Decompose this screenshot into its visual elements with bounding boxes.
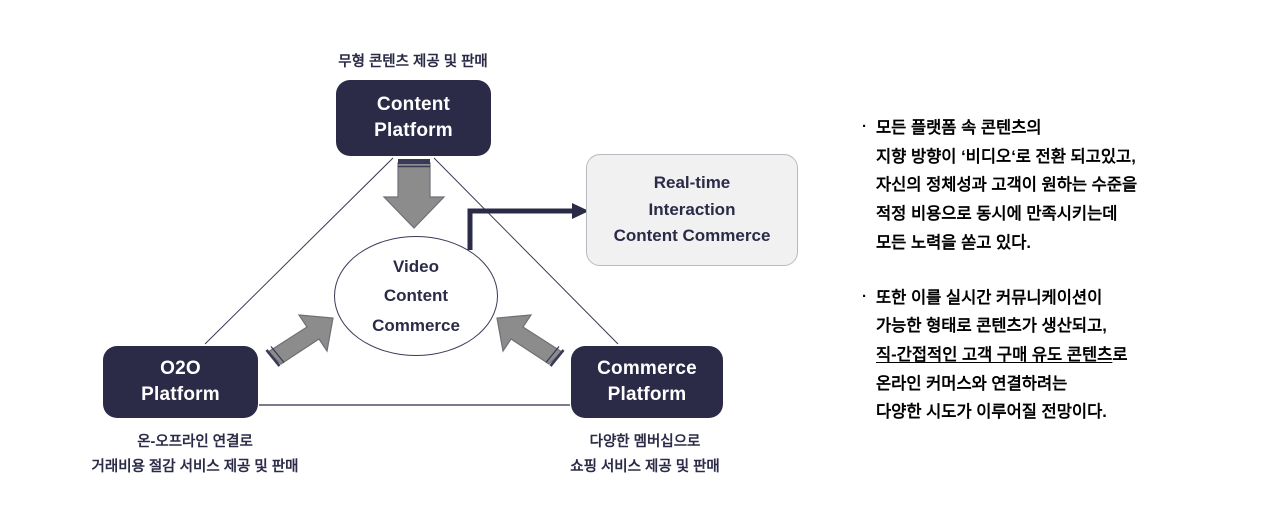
caption-commerce-platform: 다양한 멤버십으로 쇼핑 서비스 제공 및 판매 [500, 430, 790, 481]
commentary-line: 다양한 시도가 이루어질 전망이다. [876, 403, 1107, 422]
node-o2o-platform-line2: Platform [141, 384, 220, 405]
bullet-icon: · [862, 287, 867, 305]
node-video-line3: Commerce [372, 315, 460, 335]
node-o2o-platform[interactable]: O2O Platform [103, 346, 258, 418]
node-video-line2: Content [383, 286, 449, 306]
arrow-up-right-icon [265, 314, 334, 367]
node-commerce-platform-line1: Commerce [597, 357, 697, 379]
caption-content-platform: 무형 콘텐츠 제공 및 판매 [0, 50, 828, 75]
node-realtime-line1: Real-time [653, 173, 731, 193]
node-realtime-interaction-content-commerce[interactable]: Real-time Interaction Content Commerce [586, 154, 798, 266]
caption-o2o-line1: 온-오프라인 연결로 [137, 434, 253, 450]
commentary-line: 온라인 커머스와 연결하려는 [876, 374, 1068, 393]
commentary-line: 모든 플랫폼 속 콘텐츠의 [876, 119, 1042, 137]
commentary-line: 지향 방향이 ‘비디오‘로 전환 되고있고, [876, 147, 1136, 166]
node-video-line1: Video [393, 257, 439, 277]
commentary-line: 또한 이를 실시간 커뮤니케이션이 [876, 288, 1103, 307]
node-realtime-line2: Interaction [648, 199, 736, 219]
arrow-up-left-icon [496, 314, 565, 367]
node-commerce-platform[interactable]: Commerce Platform [571, 346, 723, 418]
commentary-line: 자신의 정체성과 고객이 원하는 수준을 [876, 176, 1138, 195]
caption-o2o-platform: 온-오프라인 연결로 거래비용 절감 서비스 제공 및 판매 [30, 430, 360, 481]
node-realtime-line3: Content Commerce [613, 226, 771, 246]
commentary-line: 가능한 형태로 콘텐츠가 생산되고, [876, 317, 1107, 336]
caption-content-platform-text: 무형 콘텐츠 제공 및 판매 [338, 54, 488, 70]
elbow-arrow-icon [467, 203, 589, 250]
node-video-content-commerce[interactable]: Video Content Commerce [334, 236, 498, 356]
node-content-platform-line2: Platform [374, 120, 453, 141]
commentary-line: 적정 비용으로 동시에 만족시키는데 [876, 205, 1118, 224]
bullet-icon: · [862, 118, 867, 135]
caption-commerce-line2: 쇼핑 서비스 제공 및 판매 [570, 459, 720, 476]
commentary-line: 직-간접적인 고객 구매 유도 콘텐츠로 [876, 345, 1128, 364]
arrow-down-icon [382, 159, 446, 229]
node-content-platform[interactable]: Content Platform [336, 80, 491, 156]
underlined-text: 직-간접적인 고객 구매 유도 콘텐츠 [876, 345, 1113, 364]
caption-commerce-line1: 다양한 멤버십으로 [589, 434, 701, 450]
commentary-line: 모든 노력을 쏟고 있다. [876, 233, 1031, 252]
caption-o2o-line2: 거래비용 절감 서비스 제공 및 판매 [91, 459, 299, 476]
node-commerce-platform-line2: Platform [607, 384, 687, 405]
node-content-platform-line1: Content [376, 93, 451, 115]
node-o2o-platform-line1: O2O [160, 357, 201, 379]
